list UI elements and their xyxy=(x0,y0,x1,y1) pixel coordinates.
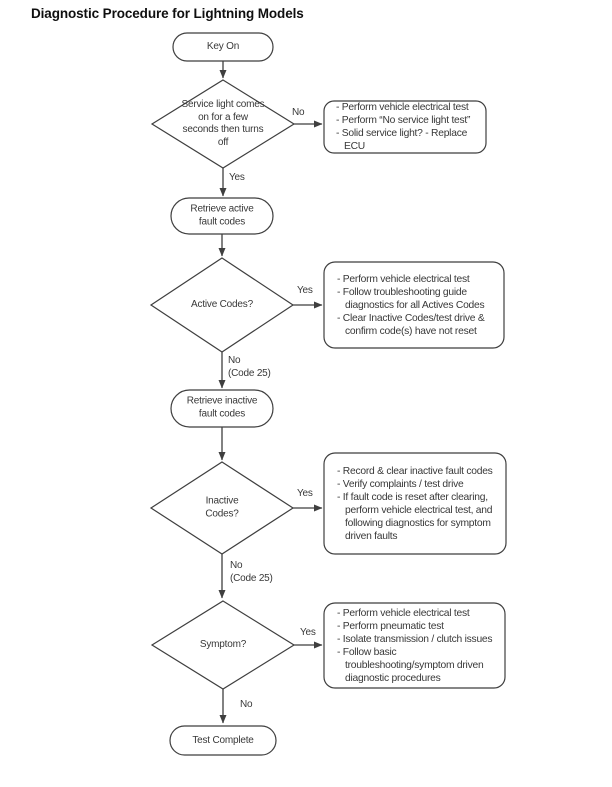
terminal-test-complete xyxy=(169,725,277,756)
actions-no-service-light xyxy=(323,100,487,154)
decision-symptom-label: Symptom? xyxy=(199,638,247,650)
edge-label-no-3: No (Code 25) xyxy=(230,559,273,585)
decision-active-codes-label: Active Codes? xyxy=(191,298,253,310)
action-item: - Verify complaints / test drive xyxy=(337,478,464,490)
edge-label-no-3-text: No xyxy=(230,560,243,571)
action-item: - Perform vehicle electrical test xyxy=(337,607,470,619)
edge-label-yes-2: Yes xyxy=(297,285,313,296)
terminal-key-on-label: Key On xyxy=(206,40,240,52)
edge-label-yes-1: Yes xyxy=(229,172,245,183)
action-item: - Solid service light? - Replace ECU xyxy=(336,128,468,152)
edge-label-yes-4: Yes xyxy=(300,627,316,638)
edge-label-no-1: No xyxy=(292,107,305,118)
edge-label-no-2: No (Code 25) xyxy=(228,354,271,380)
actions-inactive-codes-text: - Record & clear inactive fault codes - … xyxy=(324,453,506,554)
terminal-test-complete-label: Test Complete xyxy=(192,734,254,746)
action-item: - Follow troubleshooting guide diagnosti… xyxy=(337,286,485,311)
actions-active-codes xyxy=(323,261,505,349)
actions-symptom-text: - Perform vehicle electrical test - Perf… xyxy=(324,603,505,688)
action-item: - Isolate transmission / clutch issues xyxy=(337,633,493,645)
actions-inactive-codes xyxy=(323,452,507,555)
action-item: - Perform vehicle electrical test xyxy=(337,273,470,285)
action-item: - Clear Inactive Codes/test drive & conf… xyxy=(337,312,485,337)
process-retrieve-active-label: Retrieve active fault codes xyxy=(190,203,254,228)
action-item: - Record & clear inactive fault codes xyxy=(337,465,493,477)
actions-no-service-light-text: - Perform vehicle electrical test - Perf… xyxy=(324,101,486,153)
decision-inactive-codes-label: Inactive Codes? xyxy=(205,495,239,520)
actions-symptom xyxy=(323,602,506,689)
action-item: - Perform “No service light test” xyxy=(336,115,471,126)
edge-label-yes-3: Yes xyxy=(297,488,313,499)
page-title: Diagnostic Procedure for Lightning Model… xyxy=(31,6,304,21)
edge-label-no-4: No xyxy=(240,699,253,710)
actions-active-codes-text: - Perform vehicle electrical test - Foll… xyxy=(324,262,504,348)
edge-label-no-2-note: (Code 25) xyxy=(228,368,271,379)
action-item: - Perform pneumatic test xyxy=(337,620,444,632)
action-item: - Follow basic troubleshooting/symptom d… xyxy=(337,646,484,684)
process-retrieve-inactive-label: Retrieve inactive fault codes xyxy=(186,395,258,420)
action-item: - If fault code is reset after clearing,… xyxy=(337,491,493,542)
edge-label-no-3-note: (Code 25) xyxy=(230,573,273,584)
edge-label-no-2-text: No xyxy=(228,355,241,366)
action-item: - Perform vehicle electrical test xyxy=(336,102,469,113)
decision-service-light-label: Service light comes on for a few seconds… xyxy=(181,99,265,148)
